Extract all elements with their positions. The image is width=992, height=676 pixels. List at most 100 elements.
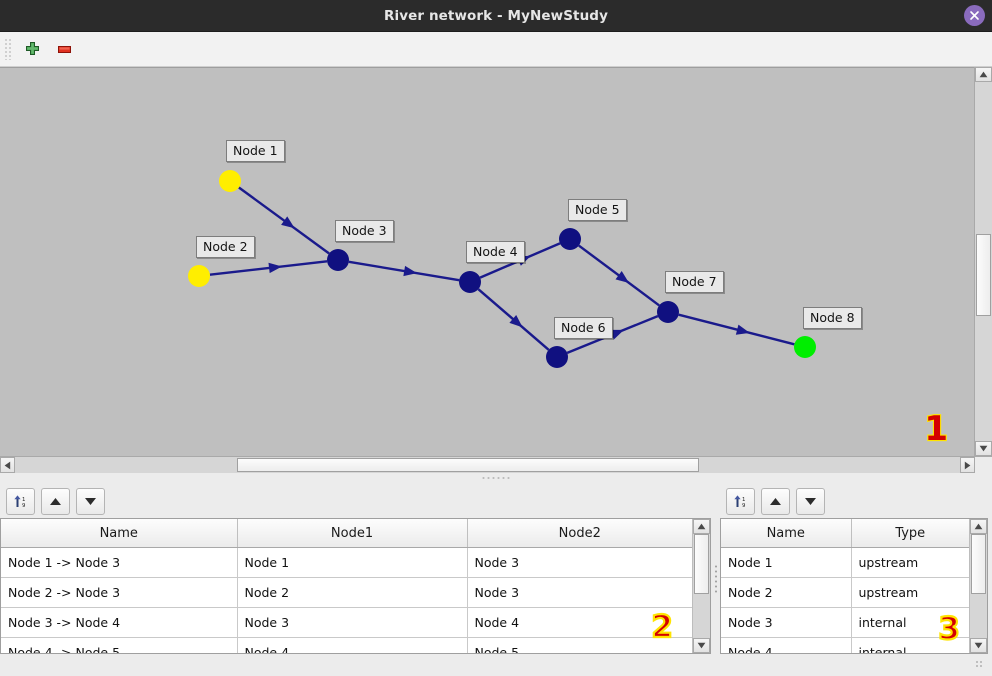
node-cell-r1c1[interactable]: upstream [851, 577, 969, 608]
graph-node-node8[interactable] [794, 336, 816, 358]
node-cell-r1c0[interactable]: Node 2 [721, 577, 852, 608]
node-column-header-1[interactable]: Type [851, 519, 969, 548]
reach-cell-r1c1[interactable]: Node 2 [237, 577, 468, 608]
graph-hscroll-thumb[interactable] [237, 458, 699, 472]
graph-node-label-node7[interactable]: Node 7 [665, 271, 724, 293]
reach-cell-r0c0[interactable]: Node 1 -> Node 3 [1, 547, 238, 578]
window-resize-grip-icon[interactable] [975, 660, 984, 669]
reach-cell-r3c1[interactable]: Node 4 [237, 637, 468, 653]
graph-node-label-node4[interactable]: Node 4 [466, 241, 525, 263]
svg-text:1: 1 [742, 497, 745, 503]
reach-cell-r3c0[interactable]: Node 4 -> Node 5 [1, 637, 238, 653]
edge-Node1-Node3[interactable] [238, 186, 330, 255]
node-move-up-button[interactable] [761, 488, 790, 515]
graph-node-label-node2[interactable]: Node 2 [196, 236, 255, 258]
node-sort-button[interactable]: 1 9 [726, 488, 755, 515]
reach-column-header-2[interactable]: Node2 [467, 519, 692, 548]
graph-node-node7[interactable] [657, 301, 679, 323]
graph-node-label-node5[interactable]: Node 5 [568, 199, 627, 221]
node-cell-r3c1[interactable]: internal [851, 637, 969, 653]
scroll-left-button[interactable] [0, 457, 15, 473]
remove-node-button[interactable] [48, 34, 80, 64]
reach-vertical-scrollbar[interactable] [692, 519, 710, 653]
scroll-down-button[interactable] [975, 441, 992, 456]
reach-scroll-down-button[interactable] [693, 638, 710, 653]
graph-node-node5[interactable] [559, 228, 581, 250]
graph-node-node4[interactable] [459, 271, 481, 293]
node-vertical-scrollbar[interactable] [969, 519, 987, 653]
reach-sort-button[interactable]: 1 9 [6, 488, 35, 515]
add-node-button[interactable] [16, 34, 48, 64]
node-vscroll-thumb[interactable] [971, 534, 986, 594]
graph-horizontal-scrollbar[interactable] [0, 456, 992, 473]
sort-ascending-icon: 1 9 [14, 495, 26, 509]
node-cell-r0c1[interactable]: upstream [851, 547, 969, 578]
reach-column-header-1[interactable]: Node1 [237, 519, 468, 548]
triangle-up-icon [697, 523, 706, 530]
graph-node-label-node3[interactable]: Node 3 [335, 220, 394, 242]
graph-vscroll-thumb[interactable] [976, 234, 991, 316]
graph-node-node2[interactable] [188, 265, 210, 287]
reach-cell-r2c1[interactable]: Node 3 [237, 607, 468, 638]
graph-node-node1[interactable] [219, 170, 241, 192]
node-cell-r0c0[interactable]: Node 1 [721, 547, 852, 578]
close-button[interactable] [964, 5, 985, 26]
edge-Node7-Node8[interactable] [678, 313, 795, 346]
reach-scroll-up-button[interactable] [693, 519, 710, 534]
reach-vscroll-track[interactable] [693, 534, 710, 638]
graph-vscroll-track[interactable] [975, 82, 992, 441]
node-cell-r2c0[interactable]: Node 3 [721, 607, 852, 638]
scroll-right-button[interactable] [960, 457, 975, 473]
graph-node-label-node6[interactable]: Node 6 [554, 317, 613, 339]
reach-cell-r0c2[interactable]: Node 3 [467, 547, 692, 578]
graph-node-label-node1[interactable]: Node 1 [226, 140, 285, 162]
node-scroll-down-button[interactable] [970, 638, 987, 653]
graph-node-node3[interactable] [327, 249, 349, 271]
scroll-up-button[interactable] [975, 67, 992, 82]
horizontal-splitter[interactable] [0, 473, 992, 482]
vertical-splitter[interactable] [711, 482, 720, 676]
edge-Node3-Node4[interactable] [348, 260, 460, 282]
reach-cell-r3c2[interactable]: Node 5 [467, 637, 692, 653]
node-move-down-button[interactable] [796, 488, 825, 515]
reach-cell-r1c2[interactable]: Node 3 [467, 577, 692, 608]
reach-move-up-button[interactable] [41, 488, 70, 515]
reach-cell-r2c2[interactable]: Node 4 [467, 607, 692, 638]
reach-column-header-0[interactable]: Name [1, 519, 238, 548]
scrollbar-corner [975, 457, 992, 473]
reach-cell-r0c1[interactable]: Node 1 [237, 547, 468, 578]
graph-hscroll-track[interactable] [15, 457, 960, 473]
reach-cell-r1c0[interactable]: Node 2 -> Node 3 [1, 577, 238, 608]
toolbar-drag-handle[interactable] [4, 38, 12, 60]
node-cell-r2c1[interactable]: internal [851, 607, 969, 638]
graph-node-label-node8[interactable]: Node 8 [803, 307, 862, 329]
graph-vertical-scrollbar[interactable] [974, 67, 992, 456]
svg-text:9: 9 [742, 503, 746, 509]
reach-cell-r2c0[interactable]: Node 3 -> Node 4 [1, 607, 238, 638]
edge-Node2-Node3[interactable] [209, 260, 328, 276]
triangle-up-icon [770, 498, 781, 505]
node-column-header-0[interactable]: Name [721, 519, 852, 548]
reach-panel-footer [0, 654, 711, 676]
graph-node-node6[interactable] [546, 346, 568, 368]
reach-vscroll-thumb[interactable] [694, 534, 709, 594]
node-cell-r3c0[interactable]: Node 4 [721, 637, 852, 653]
node-vscroll-track[interactable] [970, 534, 987, 638]
node-scroll-up-button[interactable] [970, 519, 987, 534]
reach-move-down-button[interactable] [76, 488, 105, 515]
